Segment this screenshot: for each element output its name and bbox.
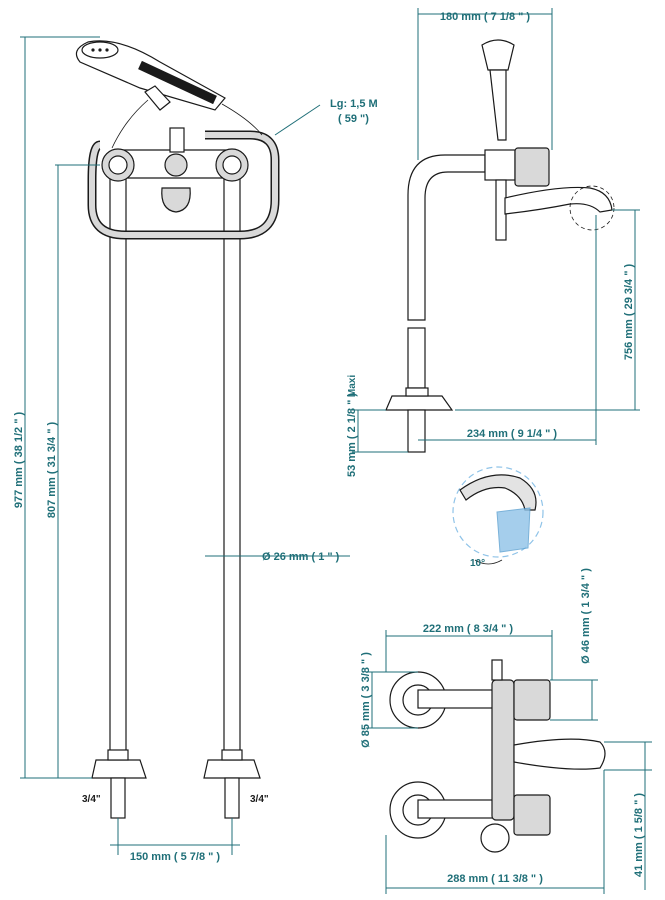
label-hose-length: Lg: 1,5 M xyxy=(330,98,378,110)
angle-arc xyxy=(474,559,503,565)
side-handle xyxy=(514,147,550,187)
plan-outlet xyxy=(491,659,503,681)
top-arm xyxy=(417,689,499,709)
side-flange-collar xyxy=(405,387,429,397)
shower-holder xyxy=(144,85,171,111)
hose-loop-fill xyxy=(89,132,278,238)
bottom-arm xyxy=(417,799,499,819)
plan-body xyxy=(491,679,515,821)
right-handle-cap xyxy=(222,155,242,175)
dimension-labels: 977 mm ( 38 1/2 " ) 807 mm ( 31 3/4 " ) … xyxy=(13,11,645,885)
label-column-height: 807 mm ( 31 3/4 " ) xyxy=(46,422,58,519)
label-spout-height: 756 mm ( 29 3/4 " ) xyxy=(623,264,635,361)
side-shower-handle xyxy=(489,69,507,141)
label-thread-right: 3/4" xyxy=(250,794,269,805)
side-body xyxy=(484,149,516,181)
label-handle-diameter: Ø 46 mm ( 1 3/4 " ) xyxy=(580,568,592,664)
side-connector xyxy=(407,409,426,453)
label-spacing-bottom: 150 mm ( 5 7/8 " ) xyxy=(130,851,221,863)
side-riser-pipe xyxy=(407,154,486,321)
right-flange-collar xyxy=(221,749,243,761)
hose-leader xyxy=(274,104,321,136)
left-connector xyxy=(110,777,126,819)
front-view xyxy=(20,36,350,855)
label-thread-left: 3/4" xyxy=(82,794,101,805)
plan-diverter xyxy=(480,823,510,853)
label-spout-offset: 41 mm ( 1 5/8 " ) xyxy=(633,793,645,877)
side-view xyxy=(352,8,640,453)
holder-arm xyxy=(111,99,149,149)
plan-bottom-handle xyxy=(513,794,551,836)
plan-view xyxy=(366,630,652,894)
water-jet xyxy=(496,507,531,553)
label-hose-length-inch: ( 59 ") xyxy=(338,113,369,125)
label-rosette-diameter: Ø 85 mm ( 3 3/8 " ) xyxy=(360,652,372,748)
label-angle: 10° xyxy=(470,558,485,569)
diverter-knob xyxy=(164,153,188,177)
hand-shower xyxy=(75,40,226,111)
side-spout xyxy=(504,186,613,215)
side-flange xyxy=(385,395,454,411)
label-width-top: 180 mm ( 7 1/8 " ) xyxy=(440,11,531,23)
spout-front xyxy=(161,187,191,213)
label-pipe-diameter: Ø 26 mm ( 1 " ) xyxy=(262,551,340,563)
side-shower-head xyxy=(481,39,515,71)
shower-hole xyxy=(105,48,109,52)
detail-circle xyxy=(569,185,615,231)
left-flange xyxy=(91,759,147,779)
shower-hole xyxy=(98,48,102,52)
hose-to-shower xyxy=(221,103,263,136)
label-spout-reach: 234 mm ( 9 1/4 " ) xyxy=(467,428,558,440)
label-maxi: Maxi xyxy=(347,375,358,397)
left-handle-cap xyxy=(108,155,128,175)
label-plan-total: 288 mm ( 11 3/8 " ) xyxy=(447,873,543,885)
shower-hole xyxy=(91,48,95,52)
plan-spout xyxy=(513,738,606,770)
left-flange-collar xyxy=(107,749,129,761)
label-max-depth: 53 mm ( 2 1/8 " ) xyxy=(346,393,358,477)
side-riser-lower xyxy=(407,327,426,389)
label-total-height: 977 mm ( 38 1/2 " ) xyxy=(13,412,25,509)
right-flange xyxy=(203,759,261,779)
right-column-pipe xyxy=(223,169,241,756)
label-plan-width: 222 mm ( 8 3/4 " ) xyxy=(423,623,514,635)
right-connector xyxy=(224,777,240,819)
plan-top-handle xyxy=(513,679,551,721)
angle-detail xyxy=(452,466,544,565)
hand-shower-grip xyxy=(138,60,217,105)
left-column-pipe xyxy=(109,169,127,756)
hose-outlet xyxy=(169,127,185,153)
